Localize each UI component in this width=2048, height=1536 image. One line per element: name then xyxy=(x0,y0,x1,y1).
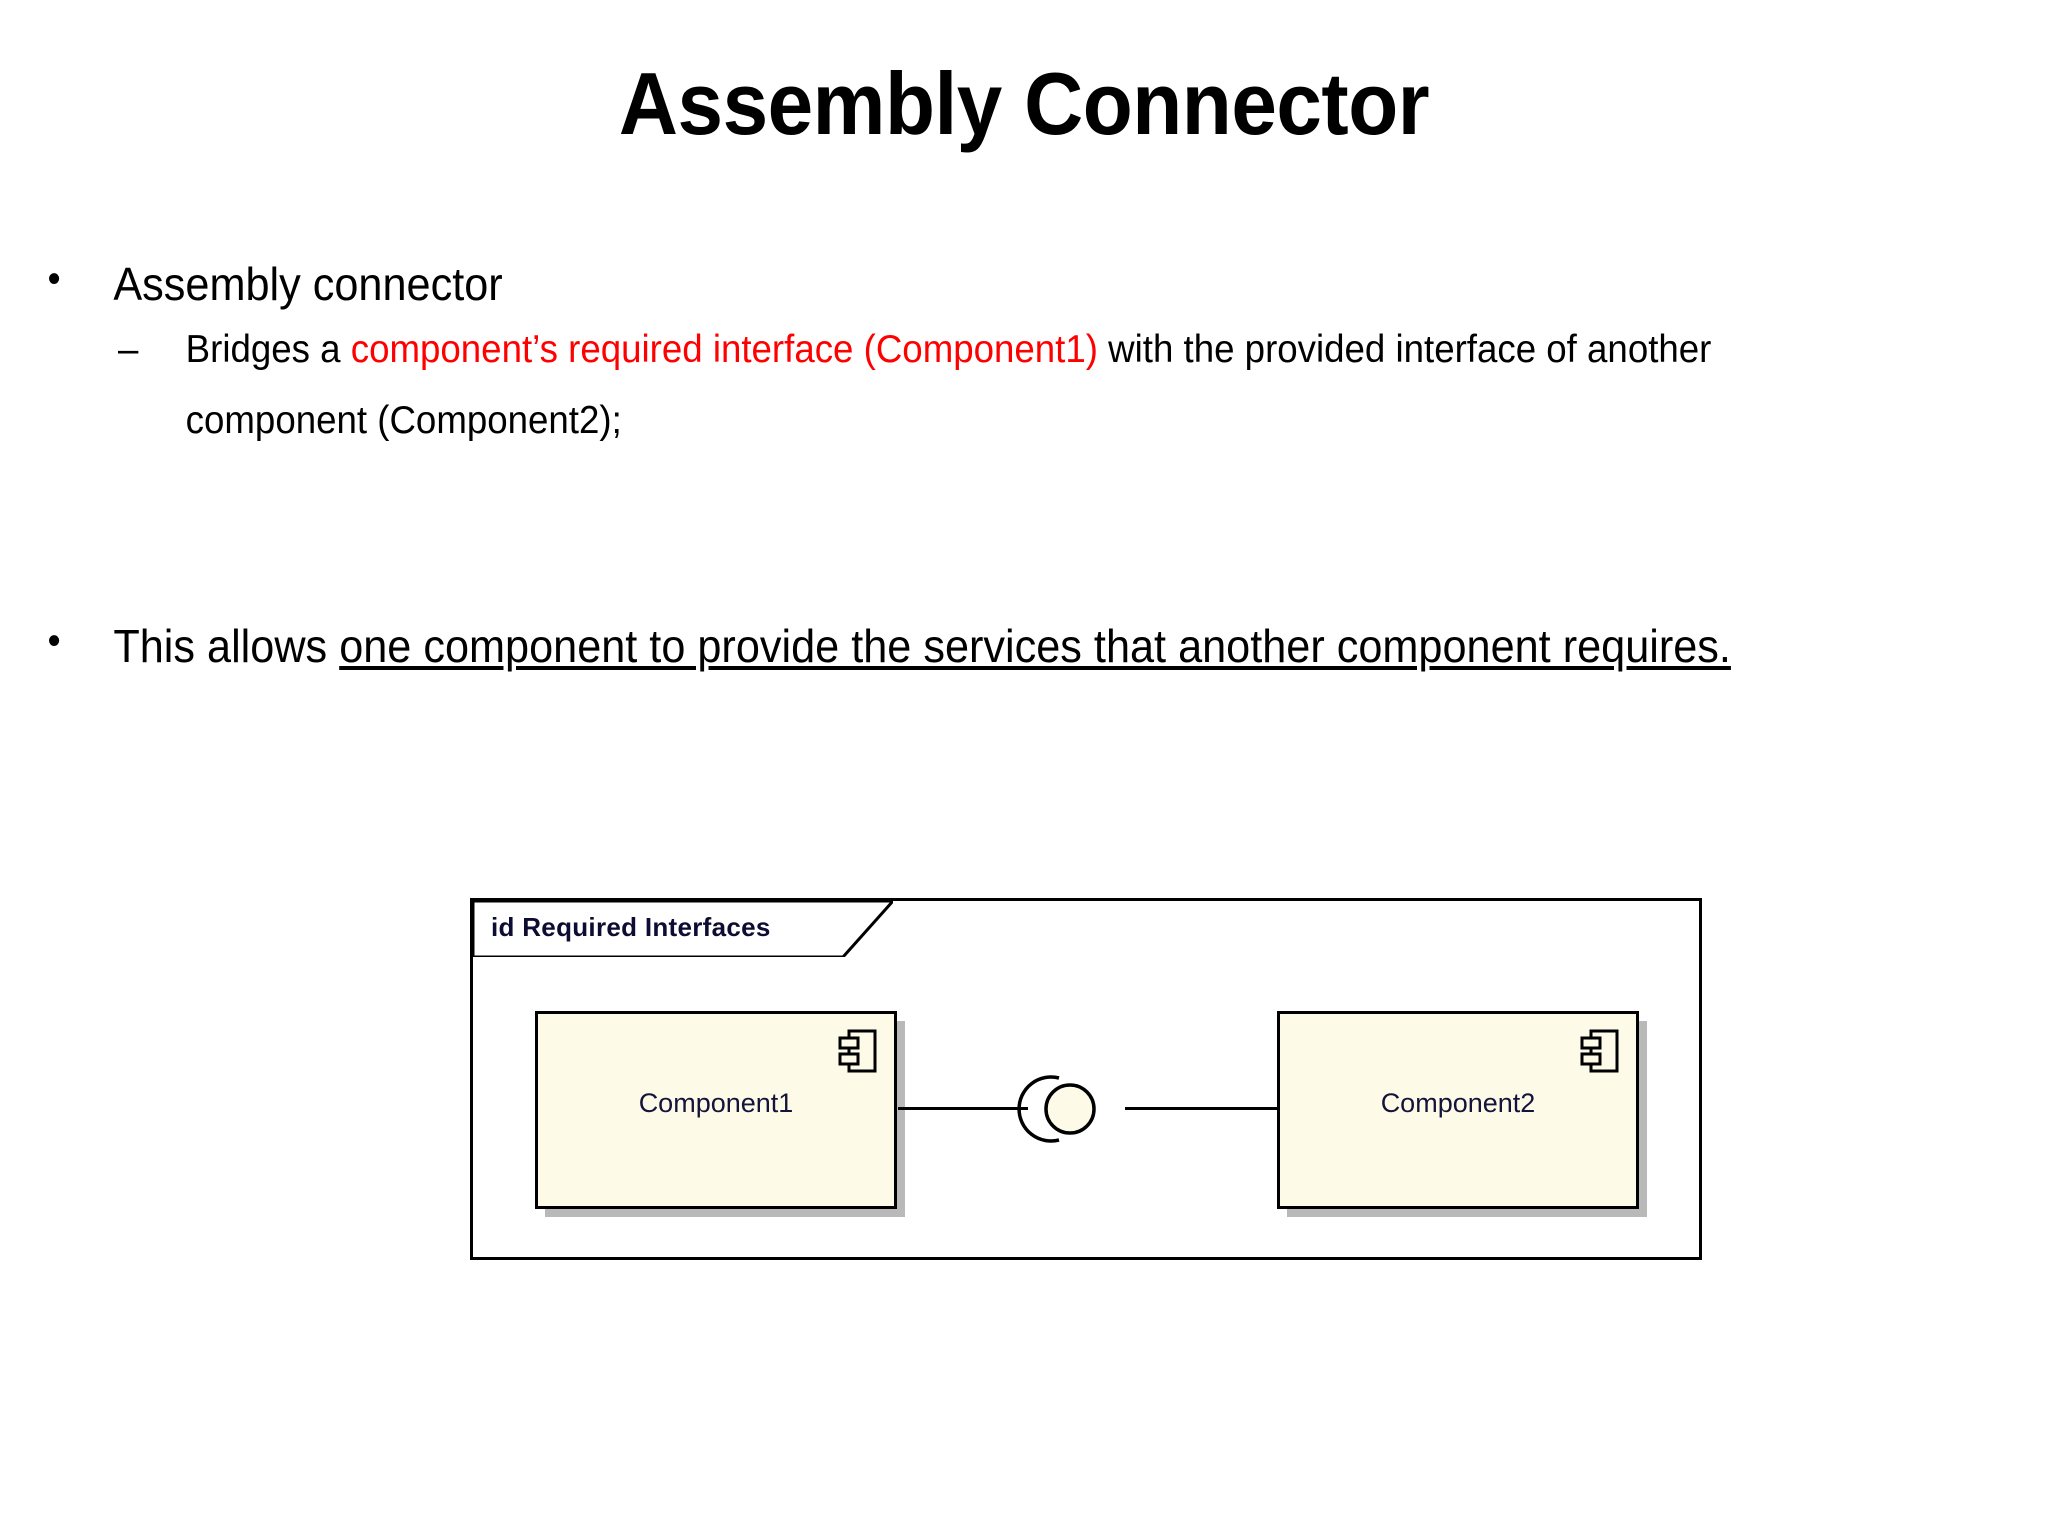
assembly-connector-line-left xyxy=(898,1107,1028,1110)
diagram-frame-label: id Required Interfaces xyxy=(491,912,771,942)
bullet-marker-dot-2: • xyxy=(47,618,61,663)
bullet-this-allows-lead: This allows xyxy=(113,619,340,672)
sub-bullet-text-highlight: component’s required interface (Componen… xyxy=(350,327,1098,371)
sub-bullet-text-tail: with the provided interface of another c… xyxy=(185,327,1712,442)
component-label-component1: Component1 xyxy=(638,1088,794,1118)
diagram-frame-tab: id Required Interfaces xyxy=(473,901,893,957)
component-box-component2[interactable]: Component2 xyxy=(1277,1011,1639,1209)
sub-bullet-bridges: – Bridges a component’s required interfa… xyxy=(118,315,1859,457)
bullet-this-allows-underlined: one component to provide the services th… xyxy=(339,619,1731,672)
component-box-component1[interactable]: Component1 xyxy=(535,1011,897,1209)
page-title: Assembly Connector xyxy=(618,54,1430,153)
assembly-connector-line-right xyxy=(1125,1107,1280,1110)
slide-body: • Assembly connector – Bridges a compone… xyxy=(0,255,2048,686)
bullet-assembly-connector-text: Assembly connector xyxy=(113,258,503,310)
required-interfaces-component-diagram: id Required Interfaces Component1 Compon… xyxy=(470,898,1702,1260)
bullet-assembly-connector: • Assembly connector xyxy=(40,255,1928,315)
sub-bullet-text-lead: Bridges a xyxy=(185,327,351,371)
bullet-this-allows: • This allows one component to provide t… xyxy=(40,607,1928,686)
ball-and-socket-icon xyxy=(1017,1075,1096,1143)
uml-component-icon xyxy=(1580,1029,1619,1073)
uml-component-icon xyxy=(838,1029,877,1073)
diagram-frame-tab-shape xyxy=(473,901,893,957)
bullet-marker-dash: – xyxy=(118,327,139,371)
component-label-component2: Component2 xyxy=(1380,1088,1536,1118)
bullet-marker-dot: • xyxy=(47,257,61,301)
spacer xyxy=(0,457,2048,607)
